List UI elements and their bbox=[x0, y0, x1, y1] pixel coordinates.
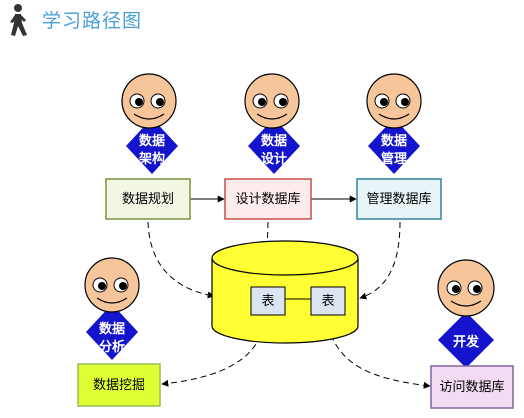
task-plan: 数据规划 bbox=[105, 178, 191, 220]
task-label: 管理数据库 bbox=[366, 191, 431, 207]
task-access: 访问数据库 bbox=[430, 365, 514, 409]
role-label-line1: 数据 bbox=[261, 133, 287, 149]
role-diamond bbox=[438, 312, 494, 368]
task-manage: 管理数据库 bbox=[356, 178, 442, 220]
table-1: 表 bbox=[250, 286, 286, 316]
role-diamond bbox=[248, 118, 300, 174]
role-diamond bbox=[368, 118, 420, 174]
role-label-line2: 架构 bbox=[138, 151, 165, 167]
role-label-line2: 分析 bbox=[99, 339, 125, 355]
flow-manage-to-db bbox=[359, 221, 401, 300]
task-box bbox=[105, 178, 191, 220]
role-diamond bbox=[126, 118, 178, 174]
person-development: 开发 bbox=[437, 259, 495, 368]
task-design: 设计数据库 bbox=[224, 178, 312, 220]
face-icon bbox=[437, 259, 495, 317]
flow-plan-to-db bbox=[147, 221, 215, 299]
page-title: 学习路径图 bbox=[42, 10, 143, 32]
task-box bbox=[430, 365, 514, 409]
task-label: 访问数据库 bbox=[439, 379, 504, 395]
person-data-design: 数据 设计 bbox=[244, 73, 300, 174]
role-diamond bbox=[86, 304, 138, 360]
role-label-line1: 数据 bbox=[381, 133, 407, 149]
role-label-line1: 开发 bbox=[453, 334, 480, 350]
table-box bbox=[250, 286, 286, 316]
role-label-line2: 管理 bbox=[381, 151, 407, 167]
task-label: 数据规划 bbox=[122, 192, 174, 207]
task-box bbox=[77, 363, 161, 407]
person-data-analysis: 数据 分析 bbox=[84, 257, 140, 360]
table-box bbox=[310, 286, 346, 316]
table-label: 表 bbox=[321, 294, 334, 309]
header: 学习路径图 bbox=[0, 0, 524, 40]
task-label: 设计数据库 bbox=[235, 191, 300, 207]
role-label-line1: 数据 bbox=[99, 321, 125, 337]
role-label-line1: 数据 bbox=[139, 133, 165, 149]
table-2: 表 bbox=[310, 286, 346, 316]
role-label-line2: 设计 bbox=[261, 151, 287, 167]
table-label: 表 bbox=[261, 294, 274, 309]
walker-icon bbox=[10, 4, 27, 36]
task-box bbox=[356, 178, 442, 220]
person-data-management: 数据 管理 bbox=[366, 73, 422, 174]
task-mining: 数据挖掘 bbox=[77, 363, 161, 407]
person-data-architecture: 数据 架构 bbox=[121, 73, 178, 174]
task-label: 数据挖掘 bbox=[93, 378, 145, 393]
task-box bbox=[224, 178, 312, 220]
